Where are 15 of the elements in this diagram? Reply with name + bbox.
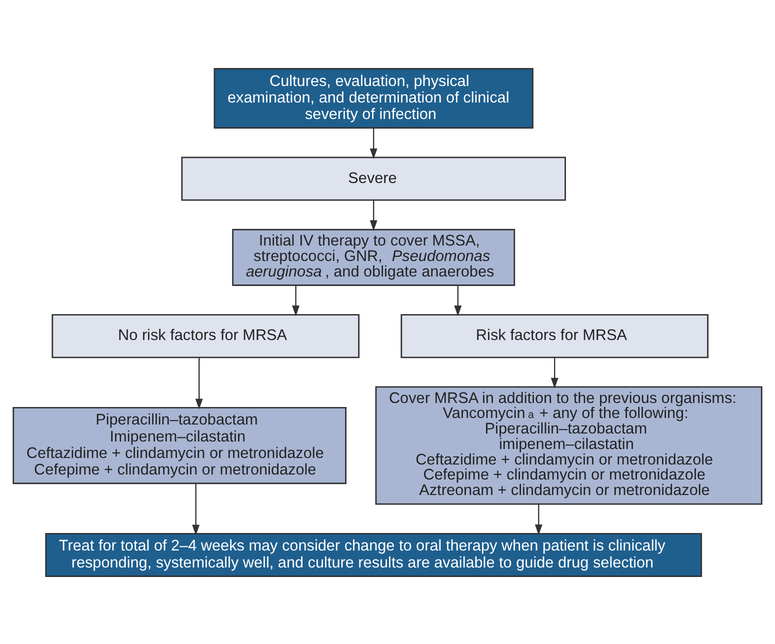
arrow xyxy=(454,284,462,316)
node-box: Piperacillin–tazobactam Imipenem–cilastatin Ceftazidime + clindamycin or metronidazole Cefepime + clindamycin or metronidazole xyxy=(12,406,346,484)
node-box: Initial IV therapy to cover MSSA, streptococci, GNR, Pseudomonas aeruginosa, and obligate anaerobes xyxy=(232,228,516,286)
node-box: Risk factors for MRSA xyxy=(400,314,709,358)
arrow xyxy=(370,128,378,159)
node-box: Treat for total of 2–4 weeks may consider change to oral therapy when patient is clinically responding, systemically well, and culture results are available to guide drug selection xyxy=(45,532,702,576)
arrow xyxy=(192,483,200,535)
node-box: Cultures, evaluation, physical examination, and determination of clinical severity of infection xyxy=(214,68,534,128)
arrow xyxy=(195,357,203,409)
arrow xyxy=(370,200,378,230)
arrow xyxy=(534,504,542,535)
arrow xyxy=(550,357,558,388)
node-box: No risk factors for MRSA xyxy=(52,314,360,358)
arrow xyxy=(292,284,300,316)
node-box: Severe xyxy=(181,156,566,200)
